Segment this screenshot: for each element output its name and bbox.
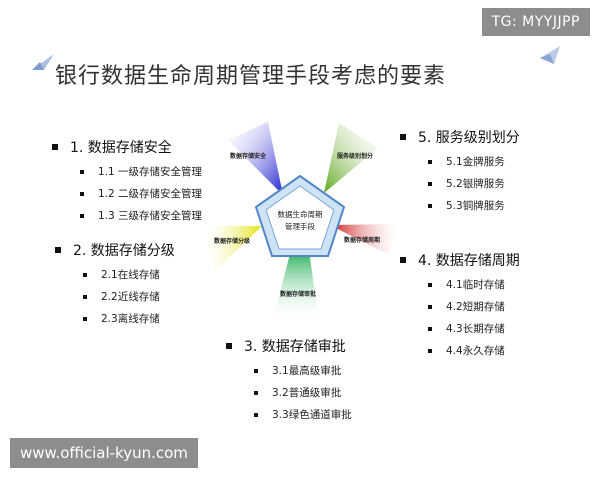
ray-label-security: 数据存储安全 (230, 152, 267, 160)
bullet-icon (80, 213, 84, 218)
section-heading: 3. 数据存储审批 (244, 339, 346, 355)
bullet-icon (83, 316, 87, 321)
bullet-icon (226, 343, 232, 349)
bullet-icon (428, 304, 432, 309)
list-item: 1.2 二级存储安全管理 (80, 186, 202, 201)
bullet-icon (80, 169, 84, 174)
list-item: 5.3铜牌服务 (428, 198, 520, 213)
section-storage-grading: 2. 数据存储分级 2.1在线存储 2.2近线存储 2.3离线存储 (55, 240, 175, 333)
ray-label-grading: 数据存储分级 (214, 237, 250, 245)
bullet-icon (428, 203, 432, 208)
section-storage-approval: 3. 数据存储审批 3.1最高级审批 3.2普通级审批 3.3绿色通道审批 (226, 336, 352, 429)
section-heading: 1. 数据存储安全 (70, 140, 172, 156)
ray-storage-grading (206, 226, 262, 272)
bullet-icon (83, 272, 87, 277)
watermark-bottom-left: www.official-kyun.com (10, 438, 198, 468)
bullet-icon (52, 144, 58, 150)
bullet-icon (428, 282, 432, 287)
paper-plane-right-icon (540, 46, 560, 64)
section-storage-security: 1. 数据存储安全 1.1 一级存储安全管理 1.2 二级存储安全管理 1.3 … (52, 137, 202, 230)
bullet-icon (400, 134, 406, 140)
bullet-icon (428, 159, 432, 164)
list-item: 3.1最高级审批 (254, 363, 352, 378)
center-label-line2: 管理手段 (285, 221, 315, 231)
bullet-icon (428, 181, 432, 186)
bullet-icon (80, 191, 84, 196)
bullet-icon (254, 368, 258, 373)
section-heading: 5. 服务级别划分 (418, 130, 520, 146)
ray-storage-period (330, 224, 398, 255)
section-service-level: 5. 服务级别划分 5.1金牌服务 5.2银牌服务 5.3铜牌服务 (400, 127, 520, 220)
ray-storage-security (228, 122, 283, 195)
ray-label-period: 数据存储周期 (344, 236, 380, 244)
ray-service-level (324, 123, 378, 193)
list-item: 5.2银牌服务 (428, 176, 520, 191)
list-item: 2.1在线存储 (83, 267, 175, 282)
list-item: 4.4永久存储 (428, 343, 520, 358)
ray-storage-approval (274, 250, 318, 316)
list-item: 2.3离线存储 (83, 311, 175, 326)
bullet-icon (428, 326, 432, 331)
ray-label-approval: 数据存储审批 (280, 290, 316, 298)
bullet-icon (254, 390, 258, 395)
bullet-icon (254, 412, 258, 417)
list-item: 4.3长期存储 (428, 321, 520, 336)
section-storage-period: 4. 数据存储周期 4.1临时存储 4.2短期存储 4.3长期存储 4.4永久存… (400, 250, 520, 365)
list-item: 1.1 一级存储安全管理 (80, 164, 202, 179)
page-title: 银行数据生命周期管理手段考虑的要素 (55, 64, 447, 89)
watermark-top-right: TG: MYYJJPP (481, 8, 590, 36)
section-heading: 2. 数据存储分级 (73, 243, 175, 259)
list-item: 2.2近线存储 (83, 289, 175, 304)
section-heading: 4. 数据存储周期 (418, 253, 520, 269)
list-item: 3.2普通级审批 (254, 385, 352, 400)
bullet-icon (428, 348, 432, 353)
bullet-icon (55, 247, 61, 253)
center-label-line1: 数据生命周期 (278, 209, 323, 219)
list-item: 4.2短期存储 (428, 299, 520, 314)
list-item: 1.3 三级存储安全管理 (80, 208, 202, 223)
bullet-icon (400, 257, 406, 263)
list-item: 3.3绿色通道审批 (254, 407, 352, 422)
ray-label-service: 服务级别划分 (337, 152, 373, 160)
list-item: 5.1金牌服务 (428, 154, 520, 169)
bullet-icon (83, 294, 87, 299)
paper-plane-left-icon (32, 54, 54, 70)
list-item: 4.1临时存储 (428, 277, 520, 292)
